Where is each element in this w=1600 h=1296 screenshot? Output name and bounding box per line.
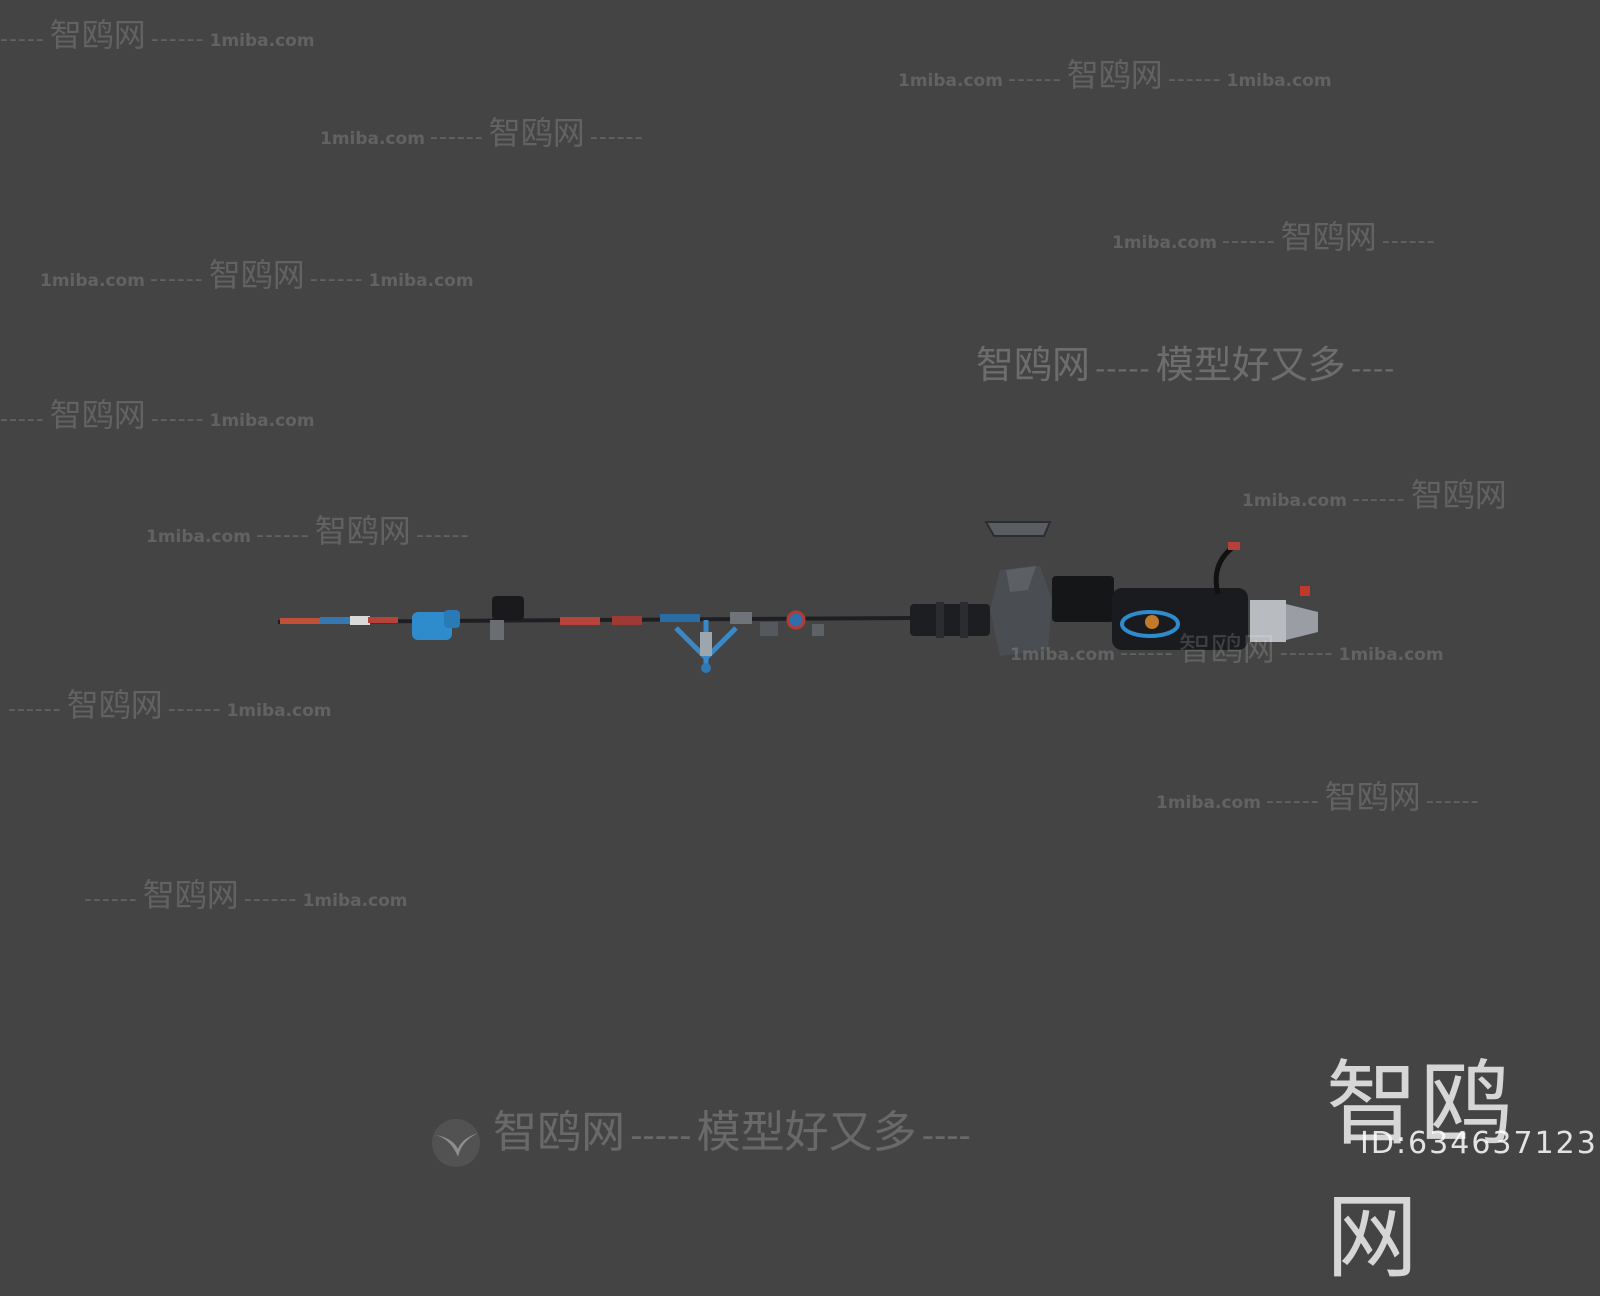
model-cylinder-ring [936, 602, 944, 638]
model-red-end-fitting [1300, 586, 1310, 596]
watermark-row-1: ----- 智鸥网 ------ 1miba.com [0, 16, 315, 54]
model-part-left-red [280, 618, 320, 624]
model-orange-fitting [1145, 615, 1159, 629]
model-end-cap [1286, 604, 1318, 640]
watermark-row-3: 1miba.com ------ 智鸥网 ------ [320, 114, 644, 152]
model-part-gray-small [730, 612, 752, 624]
model-part-red-mid2 [612, 616, 642, 625]
model-part-gray-small3 [812, 624, 824, 636]
model-black-box [1052, 576, 1114, 622]
watermark-row-6: ----- 智鸥网 ------ 1miba.com [0, 396, 315, 434]
model-part-red-mid [560, 617, 600, 625]
model-cylinder-ring2 [960, 602, 968, 638]
footer-watermark: 智鸥网 ----- 模型好又多 ---- [430, 1096, 971, 1169]
model-gray-housing-top [1006, 566, 1036, 592]
model-blue-motor [412, 612, 452, 640]
model-tray [984, 521, 1052, 537]
watermark-row-5: 1miba.com ------ 智鸥网 ------ 1miba.com [40, 256, 474, 294]
watermark-slogan-row: 智鸥网 ----- 模型好又多 ---- [976, 343, 1396, 387]
brand-logo: 智鸥网 [1326, 1051, 1515, 1291]
model-red-connector [1228, 542, 1240, 550]
watermark-row-4: 1miba.com ------ 智鸥网 ------ [1112, 218, 1436, 256]
model-part-gray-small2 [760, 622, 778, 636]
watermark-row-8: 1miba.com ------ 智鸥网 ------ [146, 512, 470, 550]
watermark-row-7: 1miba.com ------ 智鸥网 [1242, 476, 1507, 514]
model-part-blue-small [660, 614, 700, 622]
watermark-row-10: ------ 智鸥网 ------ 1miba.com [8, 686, 332, 724]
model-white-end-plate [1250, 600, 1286, 642]
watermark-row-2: 1miba.com ------ 智鸥网 ------ 1miba.com [898, 56, 1332, 94]
watermark-row-9: 1miba.com ------ 智鸥网 ------ 1miba.com [1010, 630, 1444, 668]
model-black-hose [1213, 546, 1234, 595]
model-small-gray-block [490, 620, 504, 640]
watermark-row-12: ------ 智鸥网 ------ 1miba.com [84, 876, 408, 914]
model-red-wheel [786, 610, 806, 630]
model-part-left-white [350, 616, 370, 625]
model-blue-motor-cap [444, 610, 460, 628]
seagull-icon [430, 1117, 482, 1169]
model-cylinder [910, 604, 990, 636]
model-part-left-red2 [368, 617, 398, 623]
model-part-left-blue [320, 617, 350, 624]
watermark-row-11: 1miba.com ------ 智鸥网 ------ [1156, 778, 1480, 816]
model-blue-tripod [674, 620, 738, 673]
model-gray-housing [990, 566, 1052, 656]
model-id-label: ID:634637123 [1360, 1126, 1598, 1161]
model-small-dark-box [492, 596, 524, 620]
model-render [277, 521, 1318, 673]
model-blue-cable [1120, 610, 1180, 638]
